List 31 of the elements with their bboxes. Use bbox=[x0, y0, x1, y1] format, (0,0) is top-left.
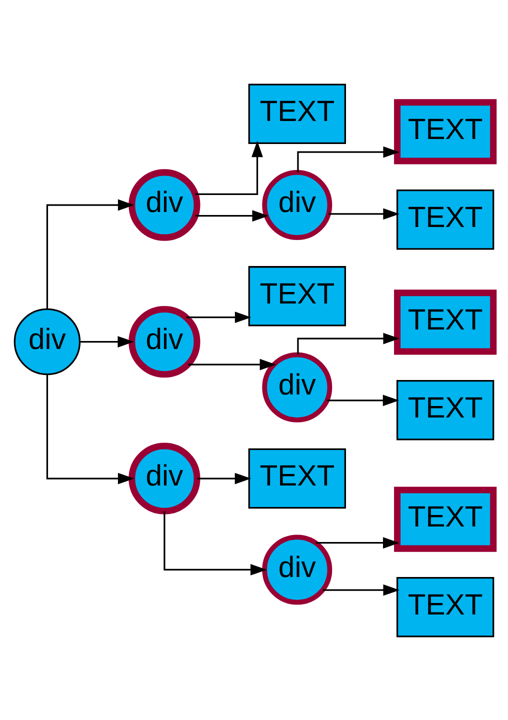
arrow bbox=[297, 146, 400, 172]
arrow bbox=[328, 208, 400, 220]
node-circle: div bbox=[128, 168, 200, 240]
node-box: TEXT bbox=[248, 448, 346, 508]
arrow bbox=[297, 332, 400, 354]
node-box: TEXT bbox=[394, 289, 497, 354]
node-box: TEXT bbox=[394, 98, 497, 164]
arrow bbox=[322, 584, 400, 596]
node-box: TEXT bbox=[396, 380, 494, 440]
arrow bbox=[46, 198, 134, 308]
node-circle: div bbox=[128, 442, 200, 514]
arrow bbox=[80, 336, 134, 347]
arrow bbox=[327, 394, 400, 406]
arrow bbox=[195, 140, 263, 194]
node-circle: div bbox=[14, 308, 81, 375]
node-circle: div bbox=[262, 170, 332, 240]
arrow bbox=[164, 510, 267, 575]
node-circle: div bbox=[262, 534, 332, 604]
arrow bbox=[195, 210, 269, 222]
arrow bbox=[316, 536, 400, 548]
node-circle: div bbox=[262, 352, 332, 422]
node-box: TEXT bbox=[396, 576, 494, 637]
arrow bbox=[188, 358, 276, 370]
node-box: TEXT bbox=[248, 266, 346, 326]
node-circle: div bbox=[128, 305, 200, 378]
arrow bbox=[197, 472, 252, 484]
node-box: TEXT bbox=[248, 83, 346, 144]
arrow bbox=[186, 311, 252, 323]
node-box: TEXT bbox=[394, 486, 497, 552]
arrow bbox=[46, 374, 134, 484]
node-box: TEXT bbox=[396, 189, 494, 250]
